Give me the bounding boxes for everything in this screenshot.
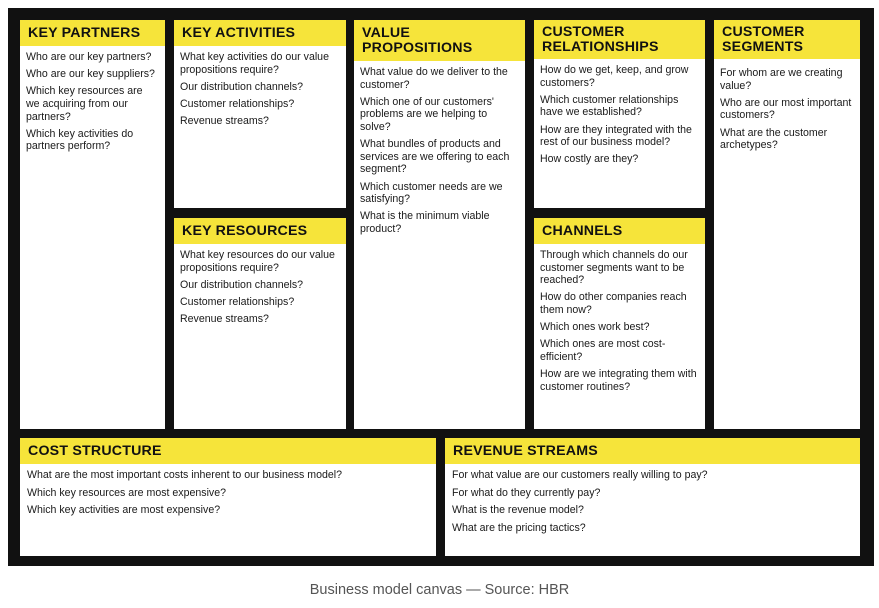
question-item: Customer relationships? bbox=[180, 97, 295, 110]
channels-block: CHANNELS Through which channels do our c… bbox=[534, 218, 705, 429]
question-item: What are the pricing tactics? bbox=[452, 521, 586, 534]
customer-relationships-questions: How do we get, keep, and grow customers?… bbox=[534, 59, 705, 166]
customer-segments-block: CUSTOMER SEGMENTS For whom are we creati… bbox=[714, 20, 860, 429]
question-item: What are the most important costs inhere… bbox=[27, 469, 343, 481]
business-model-canvas: KEY PARTNERS Who are our key partners? W… bbox=[8, 8, 874, 566]
channels-questions: Through which channels do our customer s… bbox=[534, 244, 705, 393]
question-item: Who are our most important customers? bbox=[720, 96, 852, 122]
question-item: What key resources do our value proposit… bbox=[180, 249, 335, 274]
customer-segments-title: CUSTOMER SEGMENTS bbox=[714, 20, 860, 59]
question-item: How are we integrating them with custome… bbox=[540, 368, 697, 393]
question-item: What are the customer archetypes? bbox=[720, 126, 828, 152]
question-item: Which customer needs are we satisfying? bbox=[360, 180, 503, 206]
key-resources-questions: What key resources do our value proposit… bbox=[174, 244, 346, 326]
question-item: Customer relationships? bbox=[180, 295, 295, 308]
question-item: Who are our key suppliers? bbox=[26, 68, 155, 81]
question-item: For what value are our customers really … bbox=[452, 469, 708, 481]
question-item: Our distribution channels? bbox=[180, 80, 304, 93]
customer-relationships-title: CUSTOMER RELATIONSHIPS bbox=[534, 20, 705, 59]
title-line: SEGMENTS bbox=[722, 39, 804, 55]
image-caption: Business model canvas — Source: HBR bbox=[309, 582, 570, 598]
channels-title: CHANNELS bbox=[534, 218, 705, 244]
key-activities-block: KEY ACTIVITIES What key activities do ou… bbox=[174, 20, 346, 208]
question-item: Which customer relationships have we est… bbox=[540, 93, 679, 119]
cost-structure-title: COST STRUCTURE bbox=[20, 438, 436, 464]
key-activities-questions: What key activities do our value proposi… bbox=[174, 46, 346, 128]
key-resources-block: KEY RESOURCES What key resources do our … bbox=[174, 218, 346, 429]
question-item: Which one of our customers' problems are… bbox=[360, 95, 494, 133]
question-item: Which key activities are most expensive? bbox=[27, 504, 221, 517]
question-item: What is the revenue model? bbox=[452, 504, 584, 517]
key-partners-questions: Who are our key partners? Who are our ke… bbox=[20, 46, 165, 153]
revenue-streams-title: REVENUE STREAMS bbox=[445, 438, 860, 464]
question-item: Which ones are most cost-efficient? bbox=[540, 338, 666, 363]
question-item: Which ones work best? bbox=[540, 321, 650, 334]
customer-segments-questions: For whom are we creating value? Who are … bbox=[714, 59, 860, 152]
revenue-streams-block: REVENUE STREAMS For what value are our c… bbox=[445, 438, 860, 556]
title-line: CUSTOMER bbox=[722, 24, 805, 40]
cost-structure-block: COST STRUCTURE What are the most importa… bbox=[20, 438, 436, 556]
question-item: Who are our key partners? bbox=[26, 51, 152, 63]
question-item: How do we get, keep, and grow customers? bbox=[540, 64, 689, 89]
question-item: Revenue streams? bbox=[180, 115, 269, 128]
key-resources-title: KEY RESOURCES bbox=[174, 218, 346, 244]
title-line: CUSTOMER bbox=[542, 24, 625, 40]
question-item: For whom are we creating value? bbox=[720, 67, 843, 92]
revenue-streams-questions: For what value are our customers really … bbox=[445, 464, 860, 534]
key-partners-block: KEY PARTNERS Who are our key partners? W… bbox=[20, 20, 165, 429]
cost-structure-questions: What are the most important costs inhere… bbox=[20, 464, 436, 517]
customer-relationships-block: CUSTOMER RELATIONSHIPS How do we get, ke… bbox=[534, 20, 705, 208]
value-propositions-title: VALUE PROPOSITIONS bbox=[354, 20, 525, 61]
key-activities-title: KEY ACTIVITIES bbox=[174, 20, 346, 46]
question-item: Which key resources are most expensive? bbox=[27, 486, 227, 499]
value-propositions-block: VALUE PROPOSITIONS What value do we deli… bbox=[354, 20, 525, 429]
question-item: How costly are they? bbox=[540, 153, 639, 166]
question-item: What value do we deliver to the customer… bbox=[360, 66, 508, 91]
question-item: Which key resources are we acquiring fro… bbox=[26, 85, 143, 123]
value-propositions-questions: What value do we deliver to the customer… bbox=[354, 61, 525, 236]
question-item: Which key activities do partners perform… bbox=[26, 127, 134, 153]
question-item: What key activities do our value proposi… bbox=[180, 51, 329, 76]
question-item: How are they integrated with the rest of… bbox=[540, 123, 692, 149]
question-item: Our distribution channels? bbox=[180, 278, 304, 291]
title-line: RELATIONSHIPS bbox=[542, 39, 659, 55]
question-item: Revenue streams? bbox=[180, 313, 269, 326]
question-item: What bundles of products and services ar… bbox=[360, 138, 510, 176]
key-partners-title: KEY PARTNERS bbox=[20, 20, 165, 46]
question-item: How do other companies reach them now? bbox=[540, 291, 687, 316]
question-item: For what do they currently pay? bbox=[452, 486, 601, 499]
question-item: Through which channels do our customer s… bbox=[540, 249, 688, 287]
question-item: What is the minimum viable product? bbox=[360, 210, 490, 235]
